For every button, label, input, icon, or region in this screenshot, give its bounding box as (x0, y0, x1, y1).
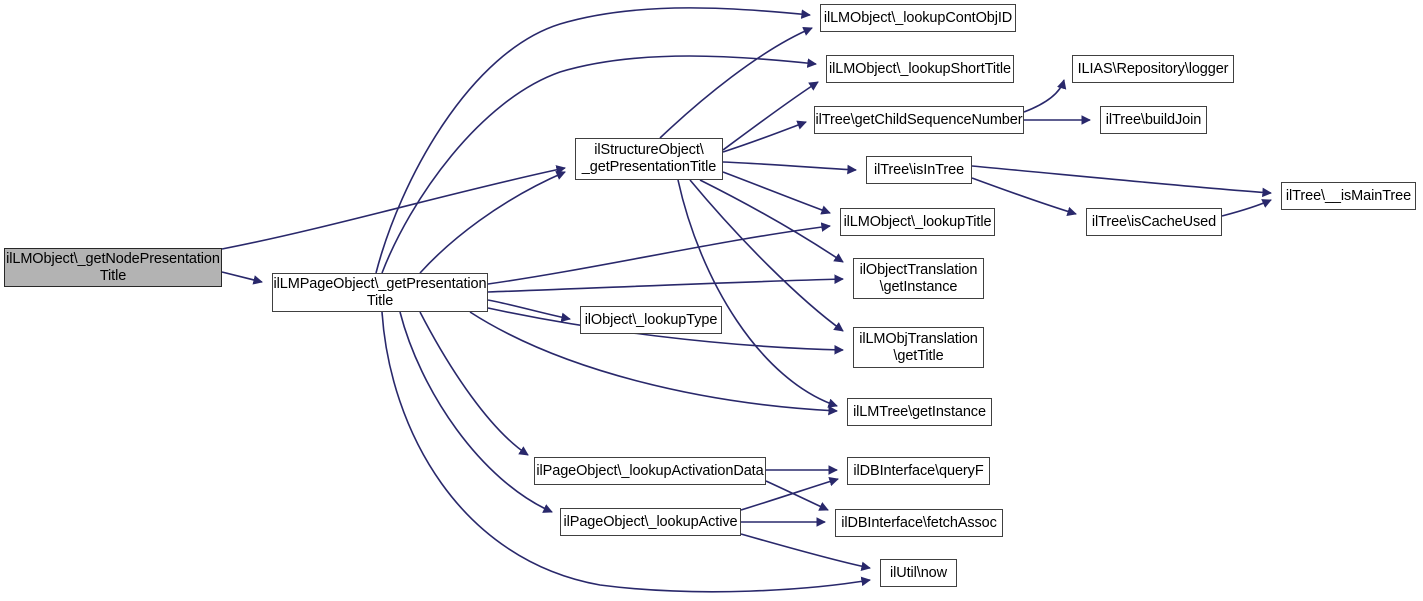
node-isintree[interactable]: ilTree\isInTree (866, 156, 972, 184)
node-objtrans[interactable]: ilObjectTranslation \getInstance (853, 258, 984, 299)
node-logger[interactable]: ILIAS\Repository\logger (1072, 55, 1234, 83)
node-shorttitle[interactable]: ilLMObject\_lookupShortTitle (826, 55, 1014, 83)
node-queryf[interactable]: ilDBInterface\queryF (847, 457, 990, 485)
call-edge-root-to-pageobj (221, 271, 263, 285)
node-actdata[interactable]: ilPageObject\_lookupActivationData (534, 457, 766, 485)
call-edge-actdata-to-fetchassoc (765, 480, 829, 511)
call-edge-structobj-to-lmtree (677, 179, 838, 408)
call-edge-childseq-to-logger (1023, 79, 1067, 113)
call-edge-lookupactive-to-ilutilnow (740, 533, 871, 572)
node-lmtree[interactable]: ilLMTree\getInstance (847, 398, 992, 426)
call-edge-pageobj-to-lmobjtrans (487, 307, 844, 355)
call-edge-pageobj-to-lookupactive (399, 311, 553, 513)
call-edge-cacheused-to-ismaintree (1221, 199, 1272, 217)
node-lmobjtrans[interactable]: ilLMObjTranslation \getTitle (853, 327, 984, 368)
call-edge-structobj-to-contobjid (659, 26, 813, 139)
call-edge-structobj-to-shorttitle (722, 81, 819, 151)
call-edge-lookupactive-to-queryf (740, 476, 839, 511)
node-childseq[interactable]: ilTree\getChildSequenceNumber (814, 106, 1024, 134)
call-edge-structobj-to-lmobjtrans (689, 179, 844, 332)
call-edge-isintree-to-ismaintree (971, 165, 1272, 198)
node-lookupactive[interactable]: ilPageObject\_lookupActive (560, 508, 741, 536)
call-edge-pageobj-to-structobj (419, 171, 566, 274)
call-edge-structobj-to-childseq (722, 120, 807, 153)
call-edge-pageobj-to-shorttitle (381, 55, 817, 274)
call-edge-root-to-structobj (221, 165, 566, 250)
call-edge-pageobj-to-ilutilnow (381, 311, 871, 593)
node-ismaintree[interactable]: ilTree\__isMainTree (1281, 182, 1416, 210)
call-edge-isintree-to-cacheused (971, 177, 1077, 217)
node-contobjid[interactable]: ilLMObject\_lookupContObjID (820, 4, 1016, 32)
call-edge-structobj-to-lookuptitle (722, 171, 831, 215)
node-buildjoin[interactable]: ilTree\buildJoin (1100, 106, 1207, 134)
node-ilutilnow[interactable]: ilUtil\now (880, 559, 957, 587)
call-edge-structobj-to-objtrans (699, 179, 844, 263)
node-root[interactable]: ilLMObject\_getNodePresentation Title (4, 248, 222, 287)
call-edge-pageobj-to-objtrans (487, 274, 844, 293)
node-cacheused[interactable]: ilTree\isCacheUsed (1086, 208, 1222, 236)
node-fetchassoc[interactable]: ilDBInterface\fetchAssoc (835, 509, 1003, 537)
call-edge-pageobj-to-actdata (419, 311, 529, 456)
node-pageobj[interactable]: ilLMPageObject\_getPresentation Title (272, 273, 488, 312)
node-structobj[interactable]: ilStructureObject\ _getPresentationTitle (575, 138, 723, 180)
call-edge-pageobj-to-lookuptype (487, 299, 571, 323)
call-edge-pageobj-to-contobjid (375, 7, 811, 274)
call-edge-pageobj-to-lookuptitle (487, 222, 831, 285)
node-lookuptitle[interactable]: ilLMObject\_lookupTitle (840, 208, 995, 236)
node-lookuptype[interactable]: ilObject\_lookupType (580, 306, 722, 334)
call-edge-structobj-to-isintree (722, 161, 857, 175)
call-edge-pageobj-to-lmtree (469, 311, 838, 416)
